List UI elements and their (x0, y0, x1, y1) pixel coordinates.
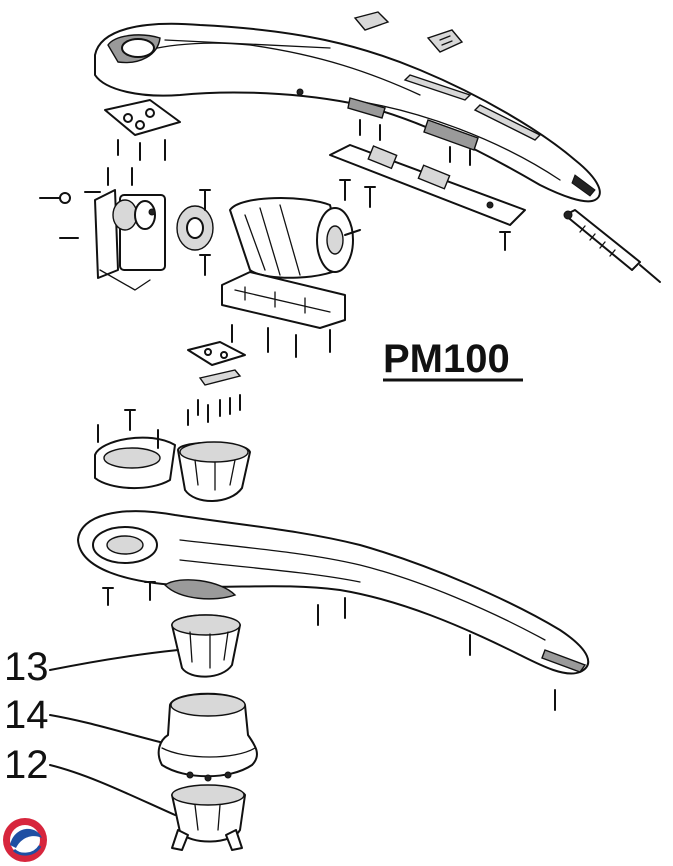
model-label: PM100 (383, 337, 510, 381)
bracket-plate (104, 99, 181, 161)
callout-number-14: 14 (4, 693, 49, 737)
circuit-board (329, 97, 526, 226)
massage-head-base (157, 692, 258, 782)
callout-number-13: 13 (4, 645, 49, 689)
massage-node-cap (171, 784, 246, 851)
screws-board (339, 119, 511, 251)
gearbox-assembly (39, 167, 214, 291)
brand-logo-icon (3, 818, 47, 862)
callout-number-12: 12 (4, 743, 49, 787)
callout-leaders (49, 649, 179, 816)
head-cup (177, 441, 251, 502)
lower-housing (77, 510, 590, 711)
switch-buttons (353, 11, 464, 53)
motor-cradle (221, 271, 346, 358)
nozzle-cap (171, 614, 241, 678)
head-holder (94, 409, 176, 489)
small-plate (187, 341, 246, 426)
upper-housing (94, 22, 601, 203)
motor (229, 197, 361, 279)
power-cord-connector (563, 209, 661, 283)
model-label-group: PM100 (383, 337, 523, 382)
